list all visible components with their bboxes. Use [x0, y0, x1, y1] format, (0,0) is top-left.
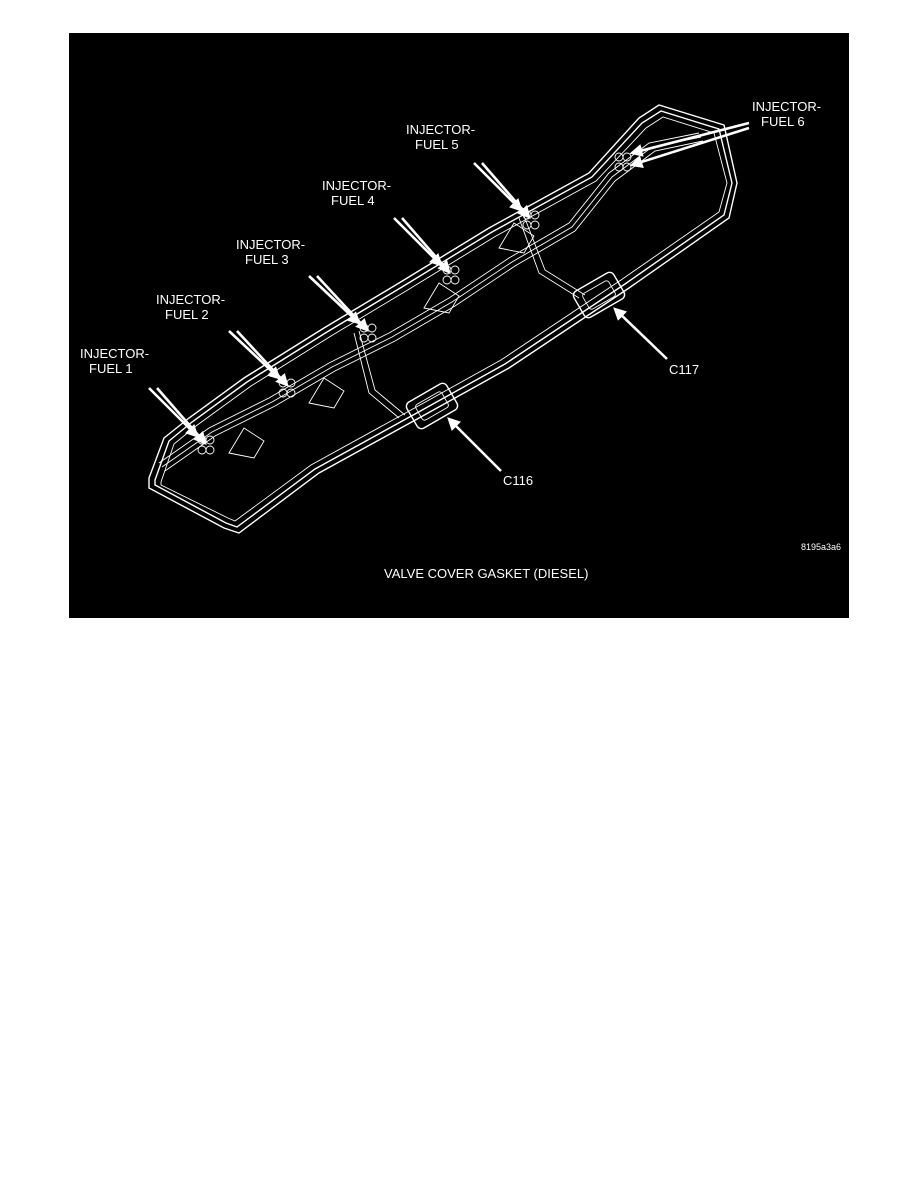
- valve-cover-gasket-diagram: INJECTOR- FUEL 1 INJECTOR- FUEL 2 INJECT…: [69, 33, 849, 618]
- label-injector-2-line2: FUEL 2: [165, 307, 209, 322]
- label-injector-6-line1: INJECTOR-: [752, 99, 821, 114]
- wiring-harness: [158, 132, 704, 472]
- label-injector-5-line2: FUEL 5: [415, 137, 459, 152]
- gasket-frame: [148, 104, 738, 534]
- label-c116: C116: [503, 473, 533, 488]
- c117-connector: [572, 271, 626, 319]
- label-injector-1-line1: INJECTOR-: [80, 346, 149, 361]
- label-injector-5-line1: INJECTOR-: [406, 122, 475, 137]
- label-injector-3-line2: FUEL 3: [245, 252, 289, 267]
- label-c117: C117: [669, 362, 699, 377]
- label-injector-4-line2: FUEL 4: [331, 193, 375, 208]
- injector-connectors: [197, 152, 632, 455]
- label-injector-6-line2: FUEL 6: [761, 114, 805, 129]
- label-injector-4-line1: INJECTOR-: [322, 178, 391, 193]
- c116-connector: [405, 382, 459, 430]
- diagram-labels: INJECTOR- FUEL 1 INJECTOR- FUEL 2 INJECT…: [80, 99, 841, 581]
- label-injector-2-line1: INJECTOR-: [156, 292, 225, 307]
- label-injector-1-line2: FUEL 1: [89, 361, 133, 376]
- figure-code: 8195a3a6: [801, 542, 841, 552]
- label-injector-3-line1: INJECTOR-: [236, 237, 305, 252]
- leader-arrows: [148, 121, 750, 472]
- diagram-canvas: INJECTOR- FUEL 1 INJECTOR- FUEL 2 INJECT…: [80, 99, 841, 581]
- figure-caption: VALVE COVER GASKET (DIESEL): [384, 566, 588, 581]
